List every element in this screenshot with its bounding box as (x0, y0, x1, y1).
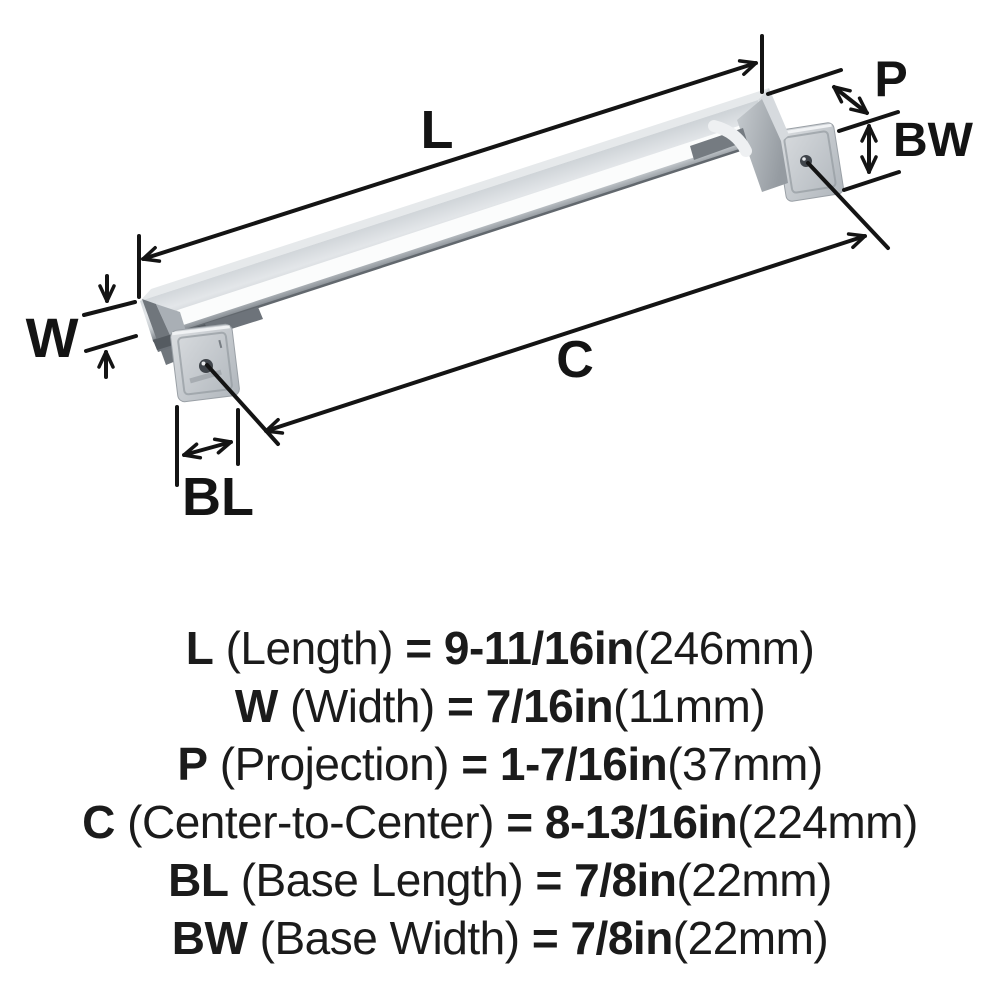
right-screw-hole-highlight (802, 157, 806, 161)
l-label: L (421, 100, 454, 160)
spec-value: 7/8in (574, 854, 677, 906)
spec-metric: (22mm) (676, 854, 832, 906)
w-label: W (26, 306, 79, 369)
p-tick-lower (837, 110, 900, 133)
p-dimension (766, 68, 900, 133)
handle-bar-bottom-edge (152, 138, 772, 343)
p-label: P (874, 51, 907, 107)
c-dimension (205, 161, 890, 446)
left-base-plate-bevel (172, 325, 230, 336)
handle-bar-top-face (140, 88, 769, 301)
spec-name: (Center-to-Center) (127, 796, 494, 848)
w-dimension (82, 274, 138, 379)
spec-name: (Projection) (219, 738, 450, 790)
bw-tick-lower (842, 170, 901, 192)
spec-name: (Base Width) (259, 912, 520, 964)
spec-equals: = (405, 622, 432, 674)
spec-name: (Length) (225, 622, 394, 674)
spec-letter: P (177, 738, 208, 790)
spec-letter: BL (168, 854, 229, 906)
bl-label: BL (182, 467, 254, 527)
spec-equals: = (461, 738, 488, 790)
spec-metric: (11mm) (613, 680, 766, 732)
w-tick-lower (84, 334, 138, 353)
bw-label: BW (893, 114, 974, 167)
spec-letter: L (185, 622, 214, 674)
bw-dimension (842, 124, 901, 192)
handle-bar-highlight (174, 121, 763, 325)
spec-row-length: L (Length) = 9-11/16in(246mm) (0, 619, 1000, 677)
c-dimension-line (264, 232, 867, 435)
c-label: C (556, 331, 594, 389)
dimension-diagram: L W P BW C BL (26, 34, 974, 527)
bl-dimension (175, 405, 240, 487)
spec-equals: = (531, 912, 559, 964)
spec-metric: (246mm) (633, 622, 815, 674)
spec-name: (Width) (290, 680, 435, 732)
right-base-plate-groove (783, 130, 837, 194)
spec-value: 1-7/16in (499, 738, 668, 790)
w-tick-upper (82, 300, 137, 317)
l-dimension (137, 34, 764, 299)
bl-dimension-line (182, 437, 233, 460)
spec-letter: W (234, 680, 278, 732)
spec-row-base-width: BW (Base Width) = 7/8in(22mm) (0, 909, 1000, 967)
spec-row-projection: P (Projection) = 1-7/16in(37mm) (0, 735, 1000, 793)
left-base-plate-groove (177, 331, 233, 396)
spec-equals: = (506, 796, 533, 848)
spec-metric: (224mm) (737, 796, 918, 848)
left-foot-side-face (142, 299, 181, 365)
spec-row-width: W (Width) = 7/16in(11mm) (0, 677, 1000, 735)
c-extension-right (806, 161, 890, 250)
spec-metric: (22mm) (672, 912, 829, 964)
p-tick-upper (766, 68, 843, 96)
spec-letter: C (82, 796, 115, 848)
spec-row-base-length: BL (Base Length) = 7/8in(22mm) (0, 851, 1000, 909)
spec-row-center-to-center: C (Center-to-Center) = 8-13/16in(224mm) (0, 793, 1000, 851)
right-foot-edge-face (758, 88, 789, 142)
spec-name: (Base Length) (240, 854, 524, 906)
spec-letter: BW (171, 912, 248, 964)
spec-list: L (Length) = 9-11/16in(246mm) W (Width) … (0, 619, 1000, 967)
spec-value: 9-11/16in (443, 622, 634, 674)
dimension-annotations (82, 34, 901, 487)
l-dimension-line (141, 59, 758, 263)
spec-metric: (37mm) (667, 738, 823, 790)
spec-equals: = (447, 680, 474, 732)
left-base-plate-mark (218, 339, 223, 349)
spec-value: 8-13/16in (544, 796, 738, 848)
spec-value: 7/16in (485, 680, 614, 732)
p-dimension-line (832, 85, 869, 115)
spec-value: 7/8in (570, 912, 673, 964)
left-screw-hole-highlight (201, 361, 206, 366)
spec-equals: = (535, 854, 562, 906)
